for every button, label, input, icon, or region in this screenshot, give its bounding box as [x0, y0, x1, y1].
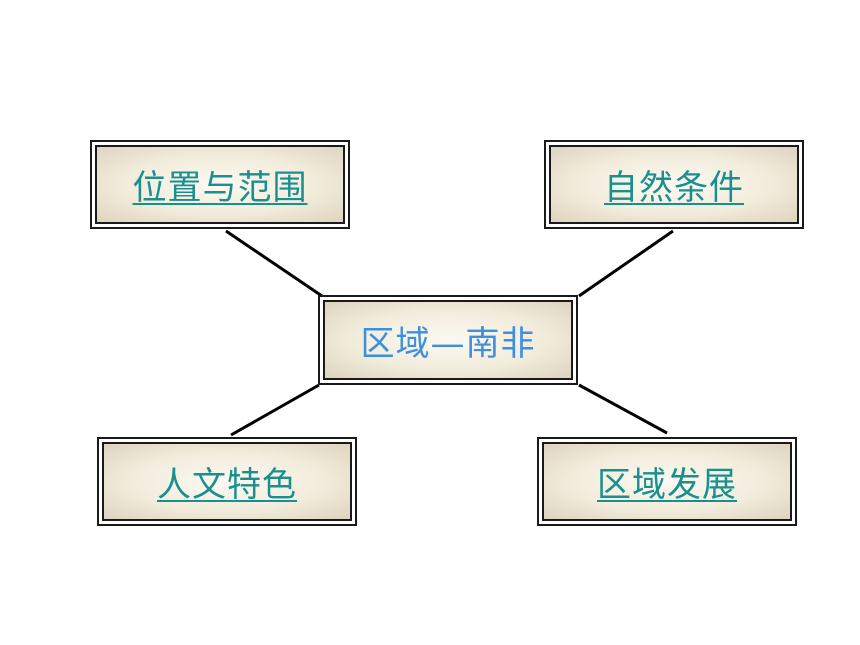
connector-development: [578, 383, 668, 435]
center-box-inner: 区域—南非: [323, 300, 573, 380]
connector-culture: [230, 383, 320, 437]
topic-box-natural-inner: 自然条件: [549, 145, 799, 224]
topic-box-development-inner: 区域发展: [542, 442, 792, 521]
link-cultural-features[interactable]: 人文特色: [157, 465, 297, 505]
topic-box-position-inner: 位置与范围: [95, 145, 345, 224]
link-regional-development[interactable]: 区域发展: [597, 465, 737, 505]
connector-natural: [578, 229, 674, 298]
connector-position: [225, 229, 323, 298]
center-title: 区域—南非: [360, 323, 536, 364]
topic-box-development[interactable]: 区域发展: [537, 437, 797, 526]
link-position-and-extent[interactable]: 位置与范围: [132, 168, 308, 208]
topic-box-culture-inner: 人文特色: [102, 442, 352, 521]
topic-box-culture[interactable]: 人文特色: [97, 437, 357, 526]
topic-box-position[interactable]: 位置与范围: [90, 140, 350, 229]
topic-box-natural[interactable]: 自然条件: [544, 140, 804, 229]
center-box: 区域—南非: [318, 295, 578, 385]
link-natural-conditions[interactable]: 自然条件: [604, 168, 744, 208]
